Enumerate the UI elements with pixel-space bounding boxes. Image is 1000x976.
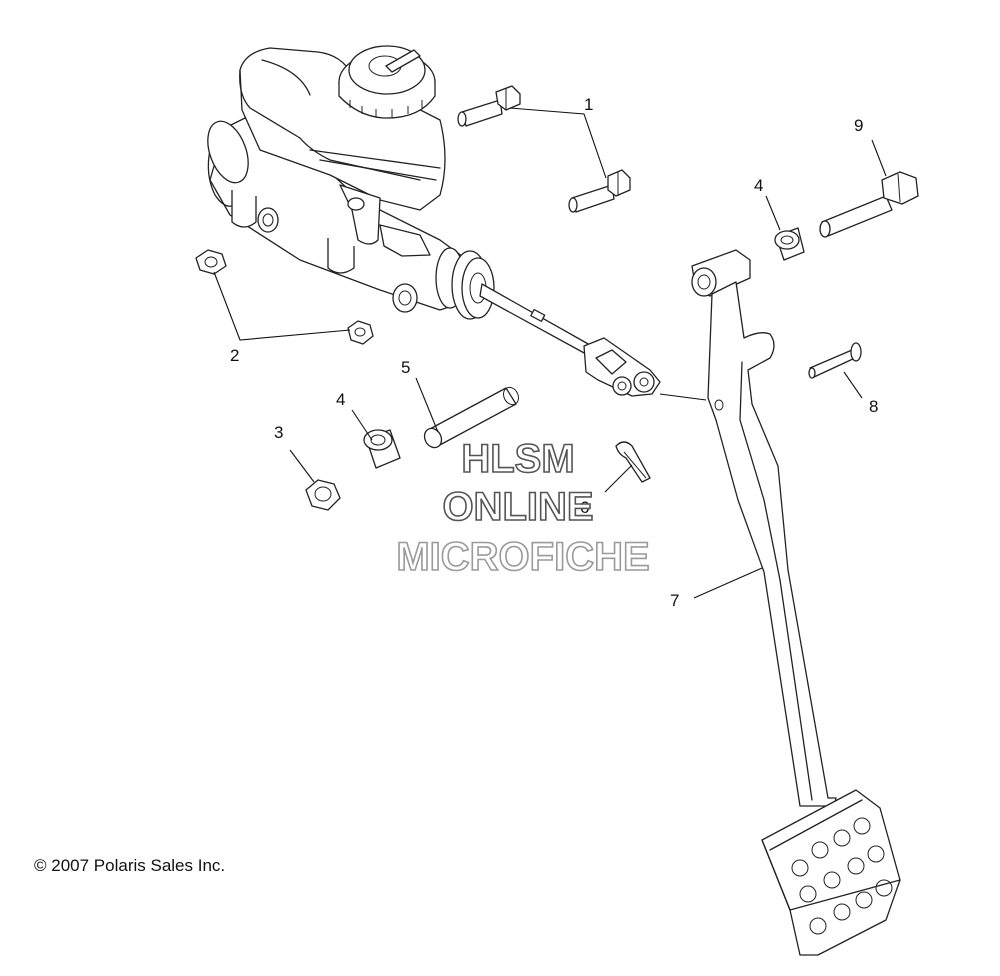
callout-1: 1 <box>584 95 593 114</box>
callout-3: 3 <box>274 423 283 442</box>
callout-4-right: 4 <box>754 176 763 195</box>
callout-8: 8 <box>869 397 878 416</box>
callout-6: 6 <box>580 498 589 517</box>
sleeve <box>423 386 519 449</box>
clip <box>615 441 651 483</box>
callout-9: 9 <box>854 116 863 135</box>
leader-lines <box>213 107 887 599</box>
pedal-pad-holes <box>791 817 893 935</box>
nut-right <box>347 320 374 345</box>
watermark-line-3: MICROFICHE <box>396 535 649 579</box>
bolt-lower <box>568 169 631 213</box>
bushing-right <box>774 227 805 261</box>
callout-5: 5 <box>401 358 410 377</box>
bolt-9 <box>819 171 919 238</box>
watermark-line-2: ONLINE <box>442 485 593 529</box>
bolt-upper <box>457 85 521 127</box>
watermark: HLSM ONLINE MICROFICHE <box>396 436 651 580</box>
bushing-left <box>363 429 401 469</box>
nut-3 <box>305 479 341 511</box>
callout-2: 2 <box>230 346 239 365</box>
callout-7: 7 <box>670 591 679 610</box>
master-cylinder <box>207 45 495 320</box>
pin <box>808 342 862 379</box>
copyright-notice: © 2007 Polaris Sales Inc. <box>34 856 226 875</box>
push-rod <box>479 283 661 397</box>
watermark-line-1: HLSM <box>461 437 574 481</box>
nut-left <box>195 249 227 275</box>
brake-pedal <box>691 249 901 956</box>
callout-4-left: 4 <box>336 390 345 409</box>
